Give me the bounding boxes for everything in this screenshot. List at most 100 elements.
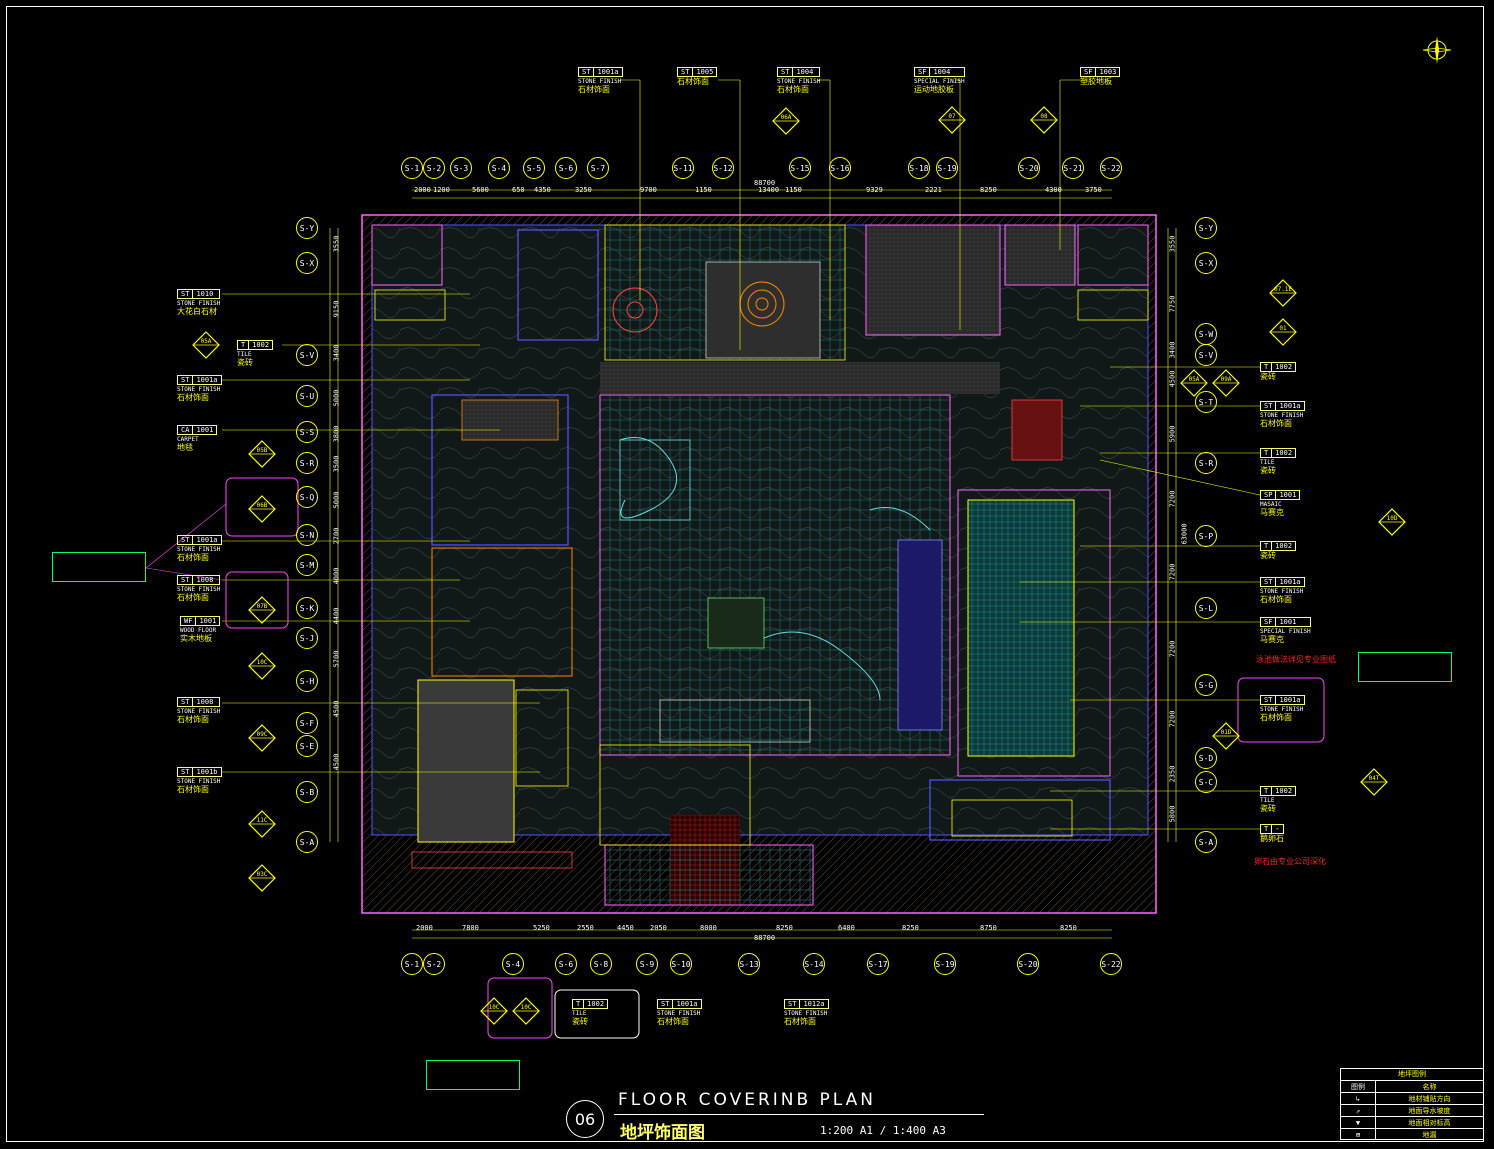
dim-top: 1150 bbox=[785, 186, 802, 194]
tag-code: T bbox=[1264, 449, 1269, 457]
dim-top: 8250 bbox=[980, 186, 997, 194]
section-marker: 09A bbox=[1212, 369, 1240, 397]
legend-row: ⇗ 地面导水坡度 bbox=[1341, 1105, 1483, 1117]
tag-number: 1002 bbox=[1271, 449, 1295, 457]
section-marker: 01 bbox=[1269, 318, 1297, 346]
section-marker-label: 09C bbox=[256, 731, 268, 738]
grid-bubble-left: S-H bbox=[296, 670, 318, 692]
section-marker-label: 10C bbox=[256, 659, 268, 666]
tag-material-en: STONE FINISH bbox=[1260, 588, 1304, 595]
dim-left: 4000 bbox=[332, 567, 341, 585]
tag-material-en: STONE FINISH bbox=[177, 778, 221, 785]
tag-material-en: STONE FINISH bbox=[177, 300, 221, 307]
section-marker: 04T bbox=[1360, 768, 1388, 796]
legend-row: ↳ 地材铺贴方向 bbox=[1341, 1093, 1483, 1105]
tag-material-en: TILE bbox=[1260, 459, 1275, 466]
section-marker-label: 07 bbox=[948, 113, 956, 120]
north-arrow-icon bbox=[1422, 36, 1452, 64]
grid-bubble-bottom: S-2 bbox=[423, 953, 445, 975]
dim-right-total: 63000 bbox=[1180, 523, 1189, 545]
tag-code: ST bbox=[181, 536, 190, 544]
tag-material-en: STONE FINISH bbox=[578, 78, 622, 85]
grid-bubble-left: S-F bbox=[296, 712, 318, 734]
legend-row: ▼ 地面相对标高 bbox=[1341, 1117, 1483, 1129]
dim-bottom-total: 88700 bbox=[754, 934, 776, 942]
section-marker-label: 11C bbox=[256, 817, 268, 824]
grid-bubble-bottom: S-13 bbox=[738, 953, 760, 975]
dim-right: 3550 bbox=[1168, 235, 1177, 253]
tag-number: 1002 bbox=[1271, 542, 1295, 550]
tag-code: T bbox=[576, 1000, 581, 1008]
section-marker-label: 09A bbox=[1220, 376, 1232, 383]
drawing-number: 06 bbox=[566, 1100, 604, 1138]
section-marker-label: 05A bbox=[1188, 376, 1200, 383]
tag-material-en: STONE FINISH bbox=[1260, 412, 1304, 419]
tag-code: CA bbox=[181, 426, 190, 434]
dim-left: 3550 bbox=[332, 235, 341, 253]
dim-top: 4300 bbox=[1045, 186, 1062, 194]
grid-bubble-bottom: S-4 bbox=[502, 953, 524, 975]
tag-number: 1002 bbox=[1271, 363, 1295, 371]
tag-code: SP bbox=[1264, 491, 1273, 499]
tag-number: 1001 bbox=[1275, 618, 1299, 626]
grid-bubble-top: S-16 bbox=[829, 157, 851, 179]
section-marker: 10C bbox=[248, 652, 276, 680]
section-marker-label: 06B bbox=[256, 502, 268, 509]
dim-left: 9150 bbox=[332, 300, 341, 318]
tag-material-cn: 石材饰面 bbox=[177, 593, 209, 602]
dim-right: 3400 bbox=[1168, 341, 1177, 359]
tag-number: 1001 bbox=[195, 617, 219, 625]
grid-bubble-top: S-20 bbox=[1018, 157, 1040, 179]
dim-top: 9329 bbox=[866, 186, 883, 194]
tag-material-cn: 石材饰面 bbox=[1260, 419, 1292, 428]
drawing-title-en: FLOOR COVERINB PLAN bbox=[618, 1090, 877, 1110]
dim-top: 2000 bbox=[414, 186, 431, 194]
grid-bubble-left: S-N bbox=[296, 524, 318, 546]
section-marker: 06A bbox=[772, 107, 800, 135]
section-marker-label: 07.1E bbox=[1273, 286, 1293, 293]
section-marker-label: 08 bbox=[1040, 113, 1048, 120]
tag-number: 1008 bbox=[192, 698, 216, 706]
dim-bottom: 8250 bbox=[1060, 924, 1077, 932]
dim-right: 7200 bbox=[1168, 640, 1177, 658]
tag-material-cn: 石材饰面 bbox=[177, 393, 209, 402]
grid-bubble-top: S-18 bbox=[908, 157, 930, 179]
tag-code: SF bbox=[1264, 618, 1273, 626]
dim-right: 7200 bbox=[1168, 490, 1177, 508]
legend-row: ⊞ 地漏 bbox=[1341, 1129, 1483, 1140]
section-marker: 07 bbox=[938, 106, 966, 134]
dim-top: 1200 bbox=[433, 186, 450, 194]
dim-left: 2700 bbox=[332, 527, 341, 545]
tag-material-en: TILE bbox=[1260, 797, 1275, 804]
tag-material-en: WOOD FLOOR bbox=[180, 627, 217, 634]
dim-left: 3500 bbox=[332, 455, 341, 473]
dim-left: 3400 bbox=[332, 344, 341, 362]
dim-right: 4500 bbox=[1168, 370, 1177, 388]
grid-bubble-left: S-E bbox=[296, 735, 318, 757]
tag-material-cn: 石材饰面 bbox=[1260, 713, 1292, 722]
tag-number: - bbox=[1271, 825, 1282, 833]
tag-material-cn: 马赛克 bbox=[1260, 508, 1284, 517]
grid-bubble-bottom: S-14 bbox=[803, 953, 825, 975]
tag-number: 1004 bbox=[929, 68, 953, 76]
tag-number: 1002 bbox=[1271, 787, 1295, 795]
grid-bubble-right: S-C bbox=[1195, 771, 1217, 793]
tag-number: 1003 bbox=[1095, 68, 1119, 76]
tag-number: 1001a bbox=[192, 536, 220, 544]
